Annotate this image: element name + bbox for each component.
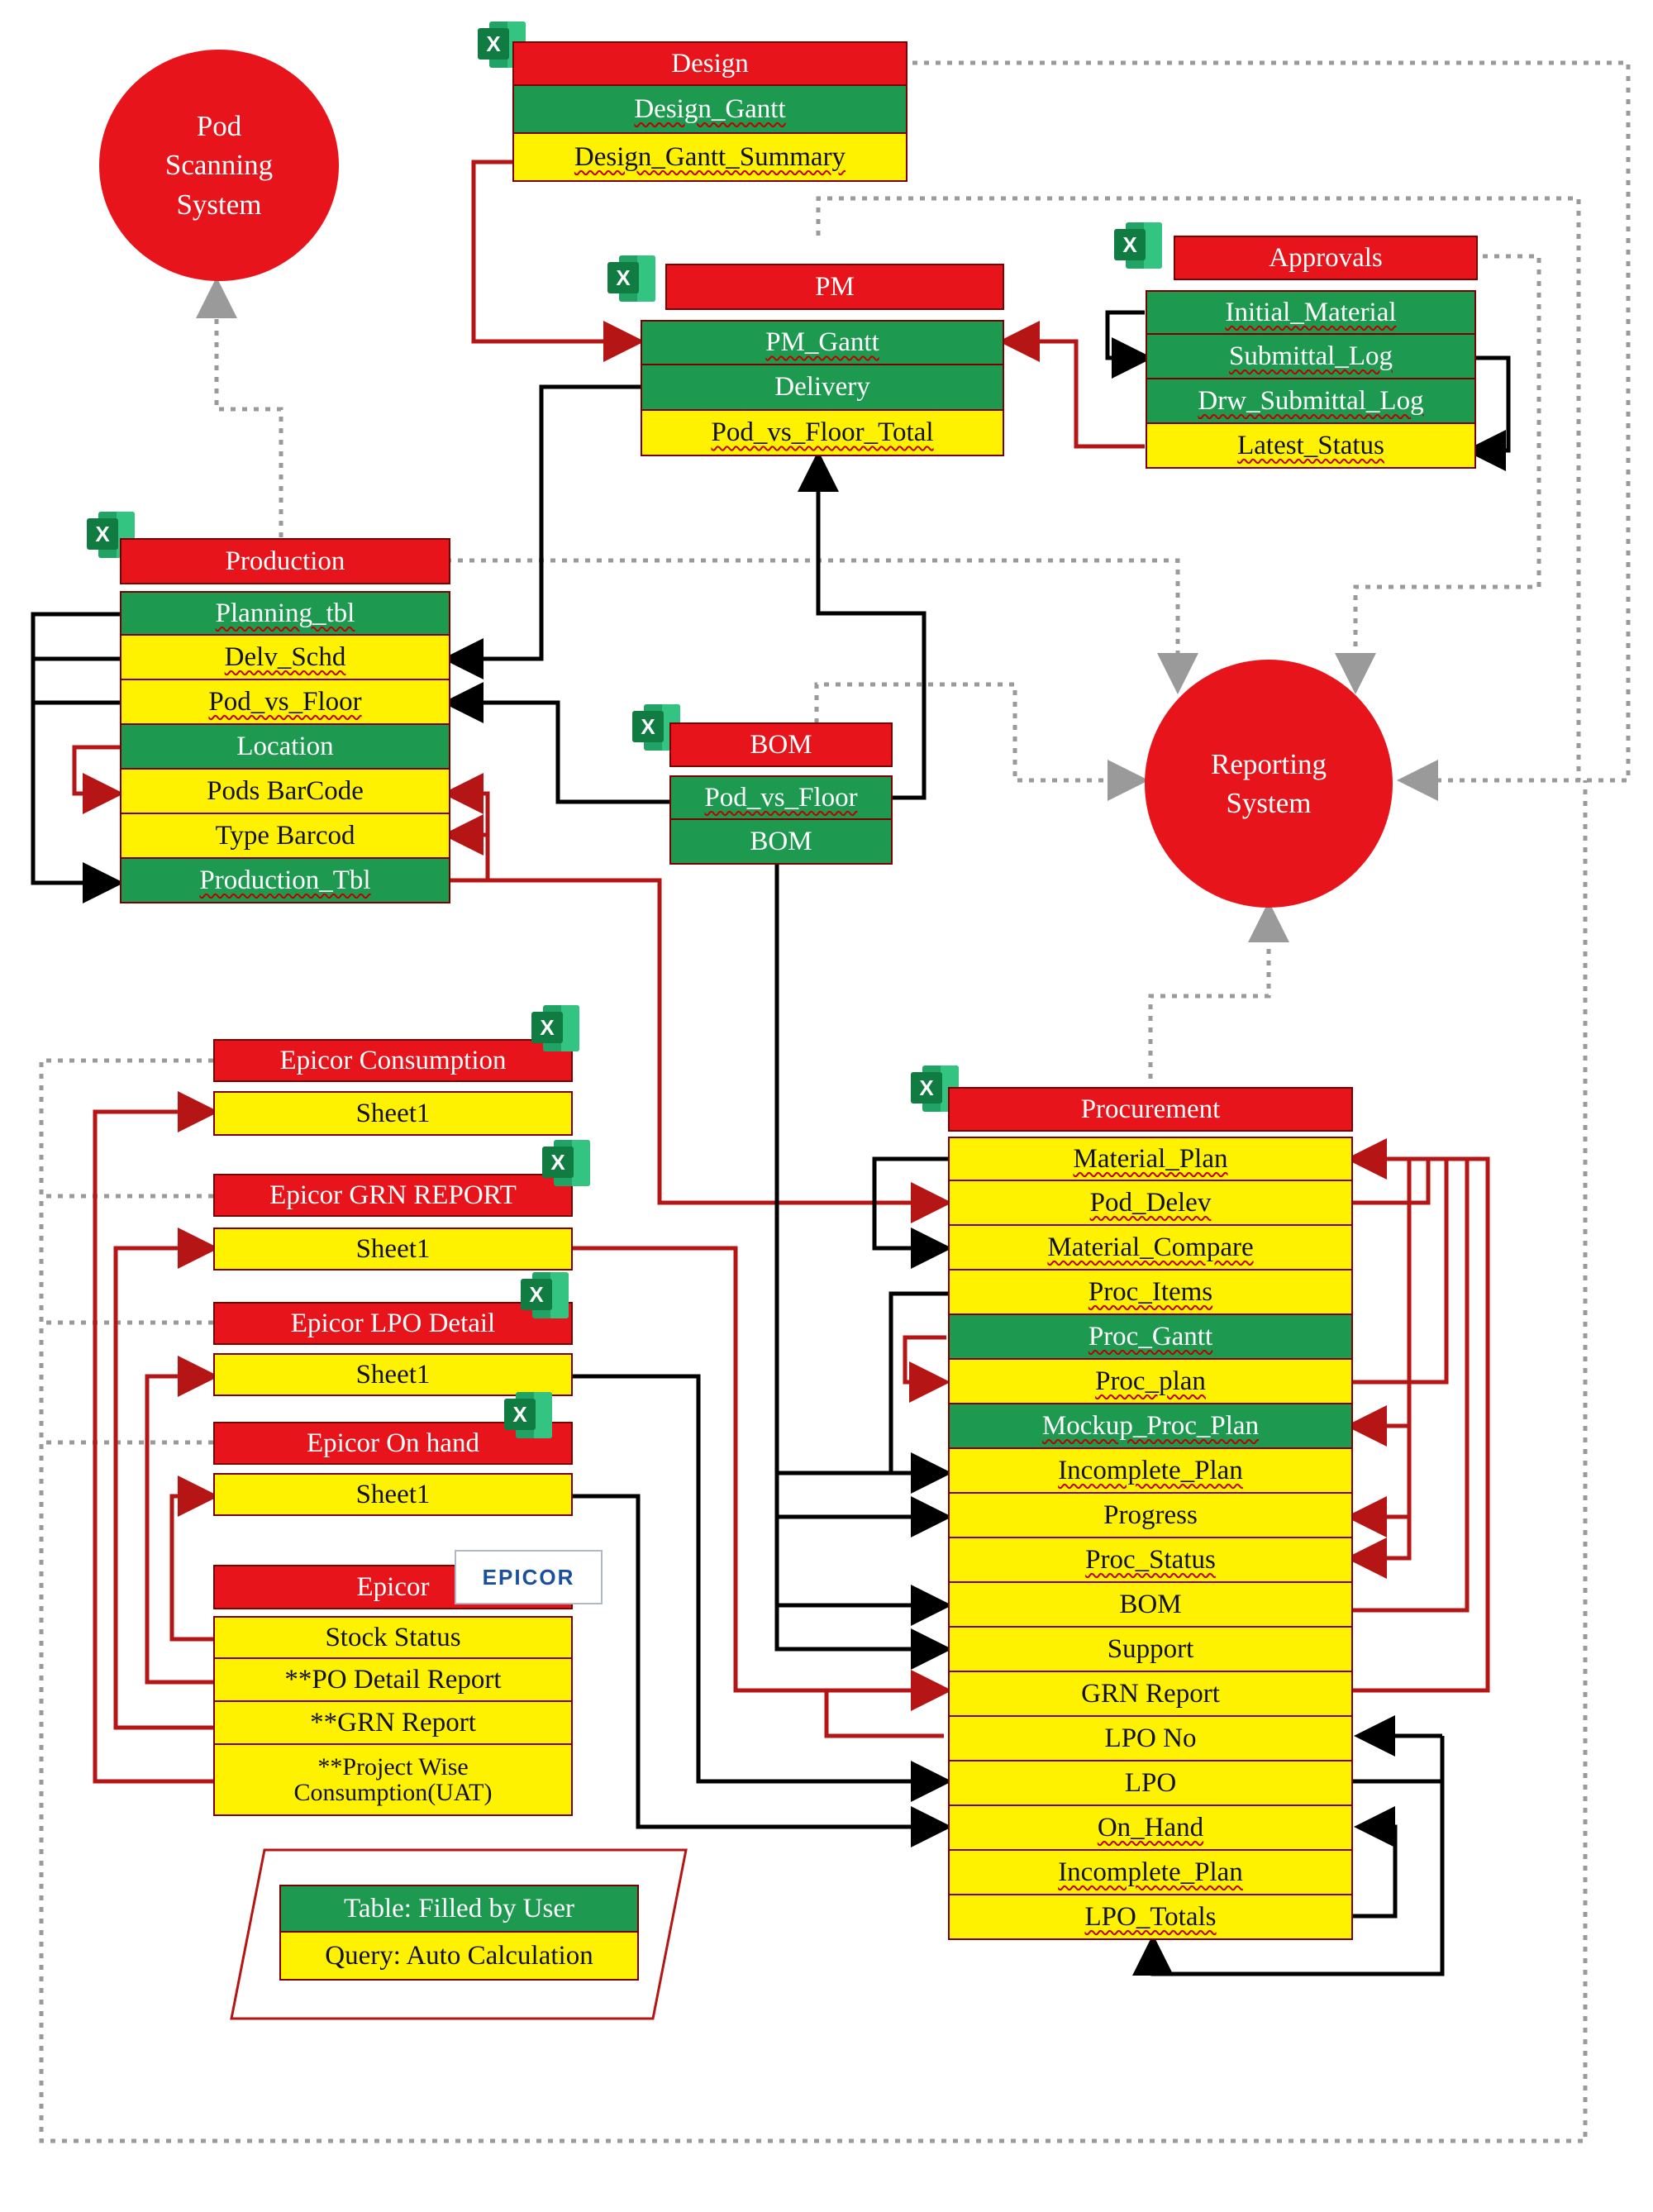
procurement-row: LPO_Totals bbox=[948, 1895, 1353, 1940]
design-row: Design_Gantt bbox=[512, 86, 907, 134]
excel-icon: X bbox=[1114, 219, 1167, 272]
epicor-grn-row: Sheet1 bbox=[213, 1228, 573, 1270]
pm-row: Pod_vs_Floor_Total bbox=[641, 411, 1004, 456]
procurement-row: Pod_Delev bbox=[948, 1181, 1353, 1226]
bom-header: BOM bbox=[669, 722, 893, 767]
pm-header: PM bbox=[665, 264, 1004, 310]
procurement-row: Support bbox=[948, 1628, 1353, 1672]
epicor-consumption-header: Epicor Consumption bbox=[213, 1039, 573, 1082]
pm-row: Delivery bbox=[641, 365, 1004, 411]
production-row: Pods BarCode bbox=[120, 770, 450, 814]
epicor-onhand-row: Sheet1 bbox=[213, 1473, 573, 1516]
approvals-row: Submittal_Log bbox=[1146, 335, 1476, 379]
legend-table: Table: Filled by User bbox=[279, 1885, 639, 1933]
legend-query: Query: Auto Calculation bbox=[279, 1933, 639, 1981]
procurement-row: Material_Plan bbox=[948, 1137, 1353, 1181]
procurement-row: BOM bbox=[948, 1583, 1353, 1628]
procurement-row: Mockup_Proc_Plan bbox=[948, 1404, 1353, 1449]
production-row: Pod_vs_Floor bbox=[120, 680, 450, 725]
epicor-row: Stock Status bbox=[213, 1616, 573, 1659]
design-row: Design_Gantt_Summary bbox=[512, 134, 907, 182]
procurement-header: Procurement bbox=[948, 1087, 1353, 1132]
procurement-row: GRN Report bbox=[948, 1672, 1353, 1717]
pm-row: PM_Gantt bbox=[641, 320, 1004, 365]
procurement-row: LPO No bbox=[948, 1717, 1353, 1761]
procurement-row: Proc_Status bbox=[948, 1538, 1353, 1583]
pod-scanning-system-label: Pod Scanning System bbox=[164, 110, 274, 221]
epicor-logo: EPICOR bbox=[455, 1550, 603, 1604]
bom-row: Pod_vs_Floor bbox=[669, 775, 893, 820]
procurement-row: On_Hand bbox=[948, 1806, 1353, 1851]
epicor-lpo-header: Epicor LPO Detail bbox=[213, 1302, 573, 1345]
excel-icon: X bbox=[504, 1389, 557, 1442]
excel-icon: X bbox=[542, 1137, 595, 1189]
epicor-row: **Project Wise Consumption(UAT) bbox=[213, 1745, 573, 1816]
approvals-row: Drw_Submittal_Log bbox=[1146, 379, 1476, 424]
procurement-row: Proc_plan bbox=[948, 1360, 1353, 1404]
epicor-onhand-header: Epicor On hand bbox=[213, 1422, 573, 1465]
production-row: Planning_tbl bbox=[120, 591, 450, 636]
production-header: Production bbox=[120, 538, 450, 584]
epicor-row-text: **Project Wise Consumption(UAT) bbox=[293, 1752, 493, 1806]
production-row: Location bbox=[120, 725, 450, 770]
procurement-row: Material_Compare bbox=[948, 1226, 1353, 1270]
procurement-row: LPO bbox=[948, 1761, 1353, 1806]
approvals-row: Latest_Status bbox=[1146, 424, 1476, 469]
bom-row: BOM bbox=[669, 820, 893, 865]
design-header: Design bbox=[512, 41, 907, 86]
procurement-row: Proc_Items bbox=[948, 1270, 1353, 1315]
legend-frame bbox=[230, 1848, 688, 2020]
epicor-consumption-row: Sheet1 bbox=[213, 1091, 573, 1136]
epicor-grn-header: Epicor GRN REPORT bbox=[213, 1174, 573, 1217]
procurement-row: Incomplete_Plan bbox=[948, 1851, 1353, 1895]
approvals-row: Initial_Material bbox=[1146, 290, 1476, 335]
epicor-row: **PO Detail Report bbox=[213, 1659, 573, 1702]
epicor-row: **GRN Report bbox=[213, 1702, 573, 1745]
procurement-row: Incomplete_Plan bbox=[948, 1449, 1353, 1494]
legend: Table: Filled by User Query: Auto Calcul… bbox=[279, 1885, 643, 1981]
epicor-lpo-row: Sheet1 bbox=[213, 1353, 573, 1396]
production-row: Type Barcod bbox=[120, 814, 450, 859]
reporting-system: Reporting System bbox=[1145, 660, 1393, 908]
approvals-header: Approvals bbox=[1174, 236, 1478, 280]
excel-icon: X bbox=[607, 252, 660, 305]
production-row: Delv_Schd bbox=[120, 636, 450, 680]
procurement-row: Proc_Gantt bbox=[948, 1315, 1353, 1360]
procurement-row: Progress bbox=[948, 1494, 1353, 1538]
excel-icon: X bbox=[531, 1002, 584, 1055]
pod-scanning-system: Pod Scanning System bbox=[99, 50, 339, 281]
excel-icon: X bbox=[521, 1269, 574, 1322]
production-row: Production_Tbl bbox=[120, 859, 450, 903]
reporting-system-label: Reporting System bbox=[1211, 747, 1327, 819]
